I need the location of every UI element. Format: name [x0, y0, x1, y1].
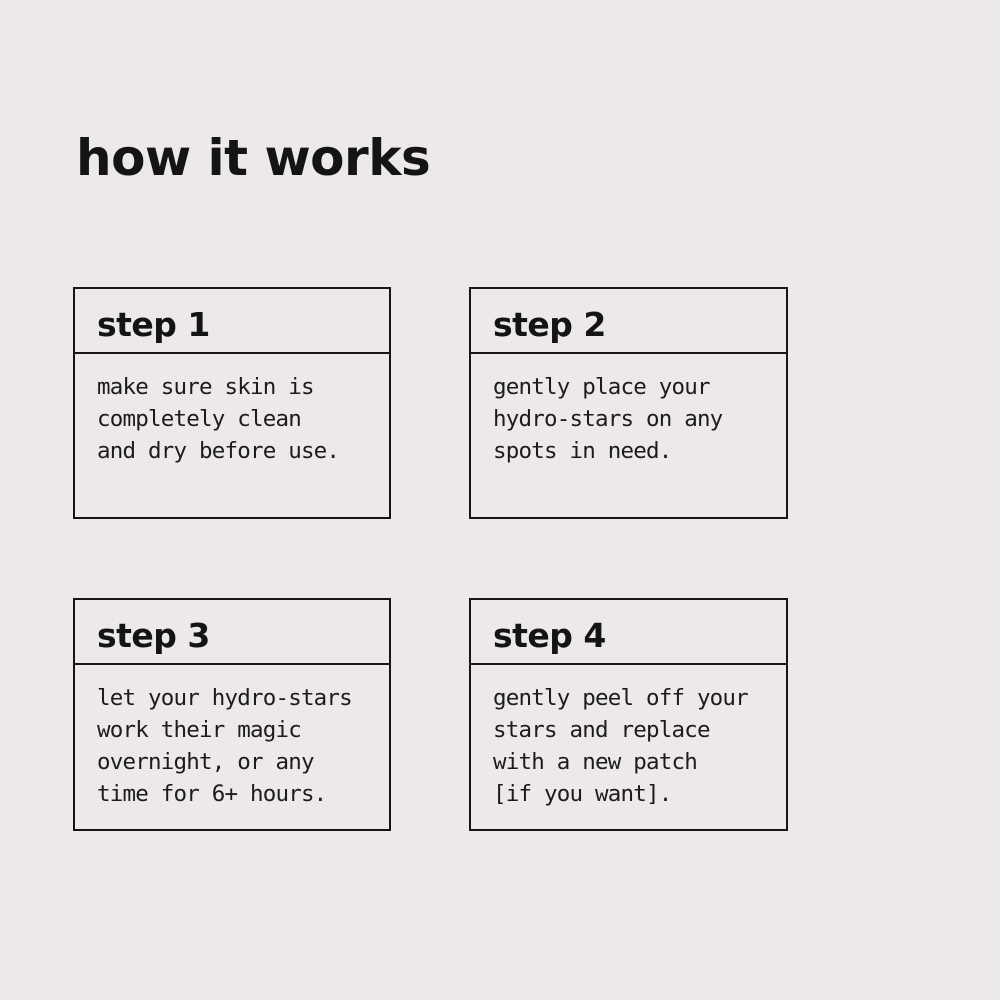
page-title: how it works	[76, 128, 431, 187]
step-1-header: step 1	[75, 289, 389, 354]
step-1-box: step 1 make sure skin is completely clea…	[73, 287, 391, 519]
step-3-header: step 3	[75, 600, 389, 665]
step-4-box: step 4 gently peel off your stars and re…	[469, 598, 788, 831]
step-3-description: let your hydro-stars work their magic ov…	[97, 685, 353, 807]
step-2-header: step 2	[471, 289, 786, 354]
step-3-box: step 3 let your hydro-stars work their m…	[73, 598, 391, 831]
step-4-header: step 4	[471, 600, 786, 665]
step-2-box: step 2 gently place your hydro-stars on …	[469, 287, 788, 519]
step-4-description: gently peel off your stars and replace w…	[493, 685, 749, 807]
step-1-description: make sure skin is completely clean and d…	[97, 374, 340, 464]
step-2-description: gently place your hydro-stars on any spo…	[493, 374, 723, 464]
